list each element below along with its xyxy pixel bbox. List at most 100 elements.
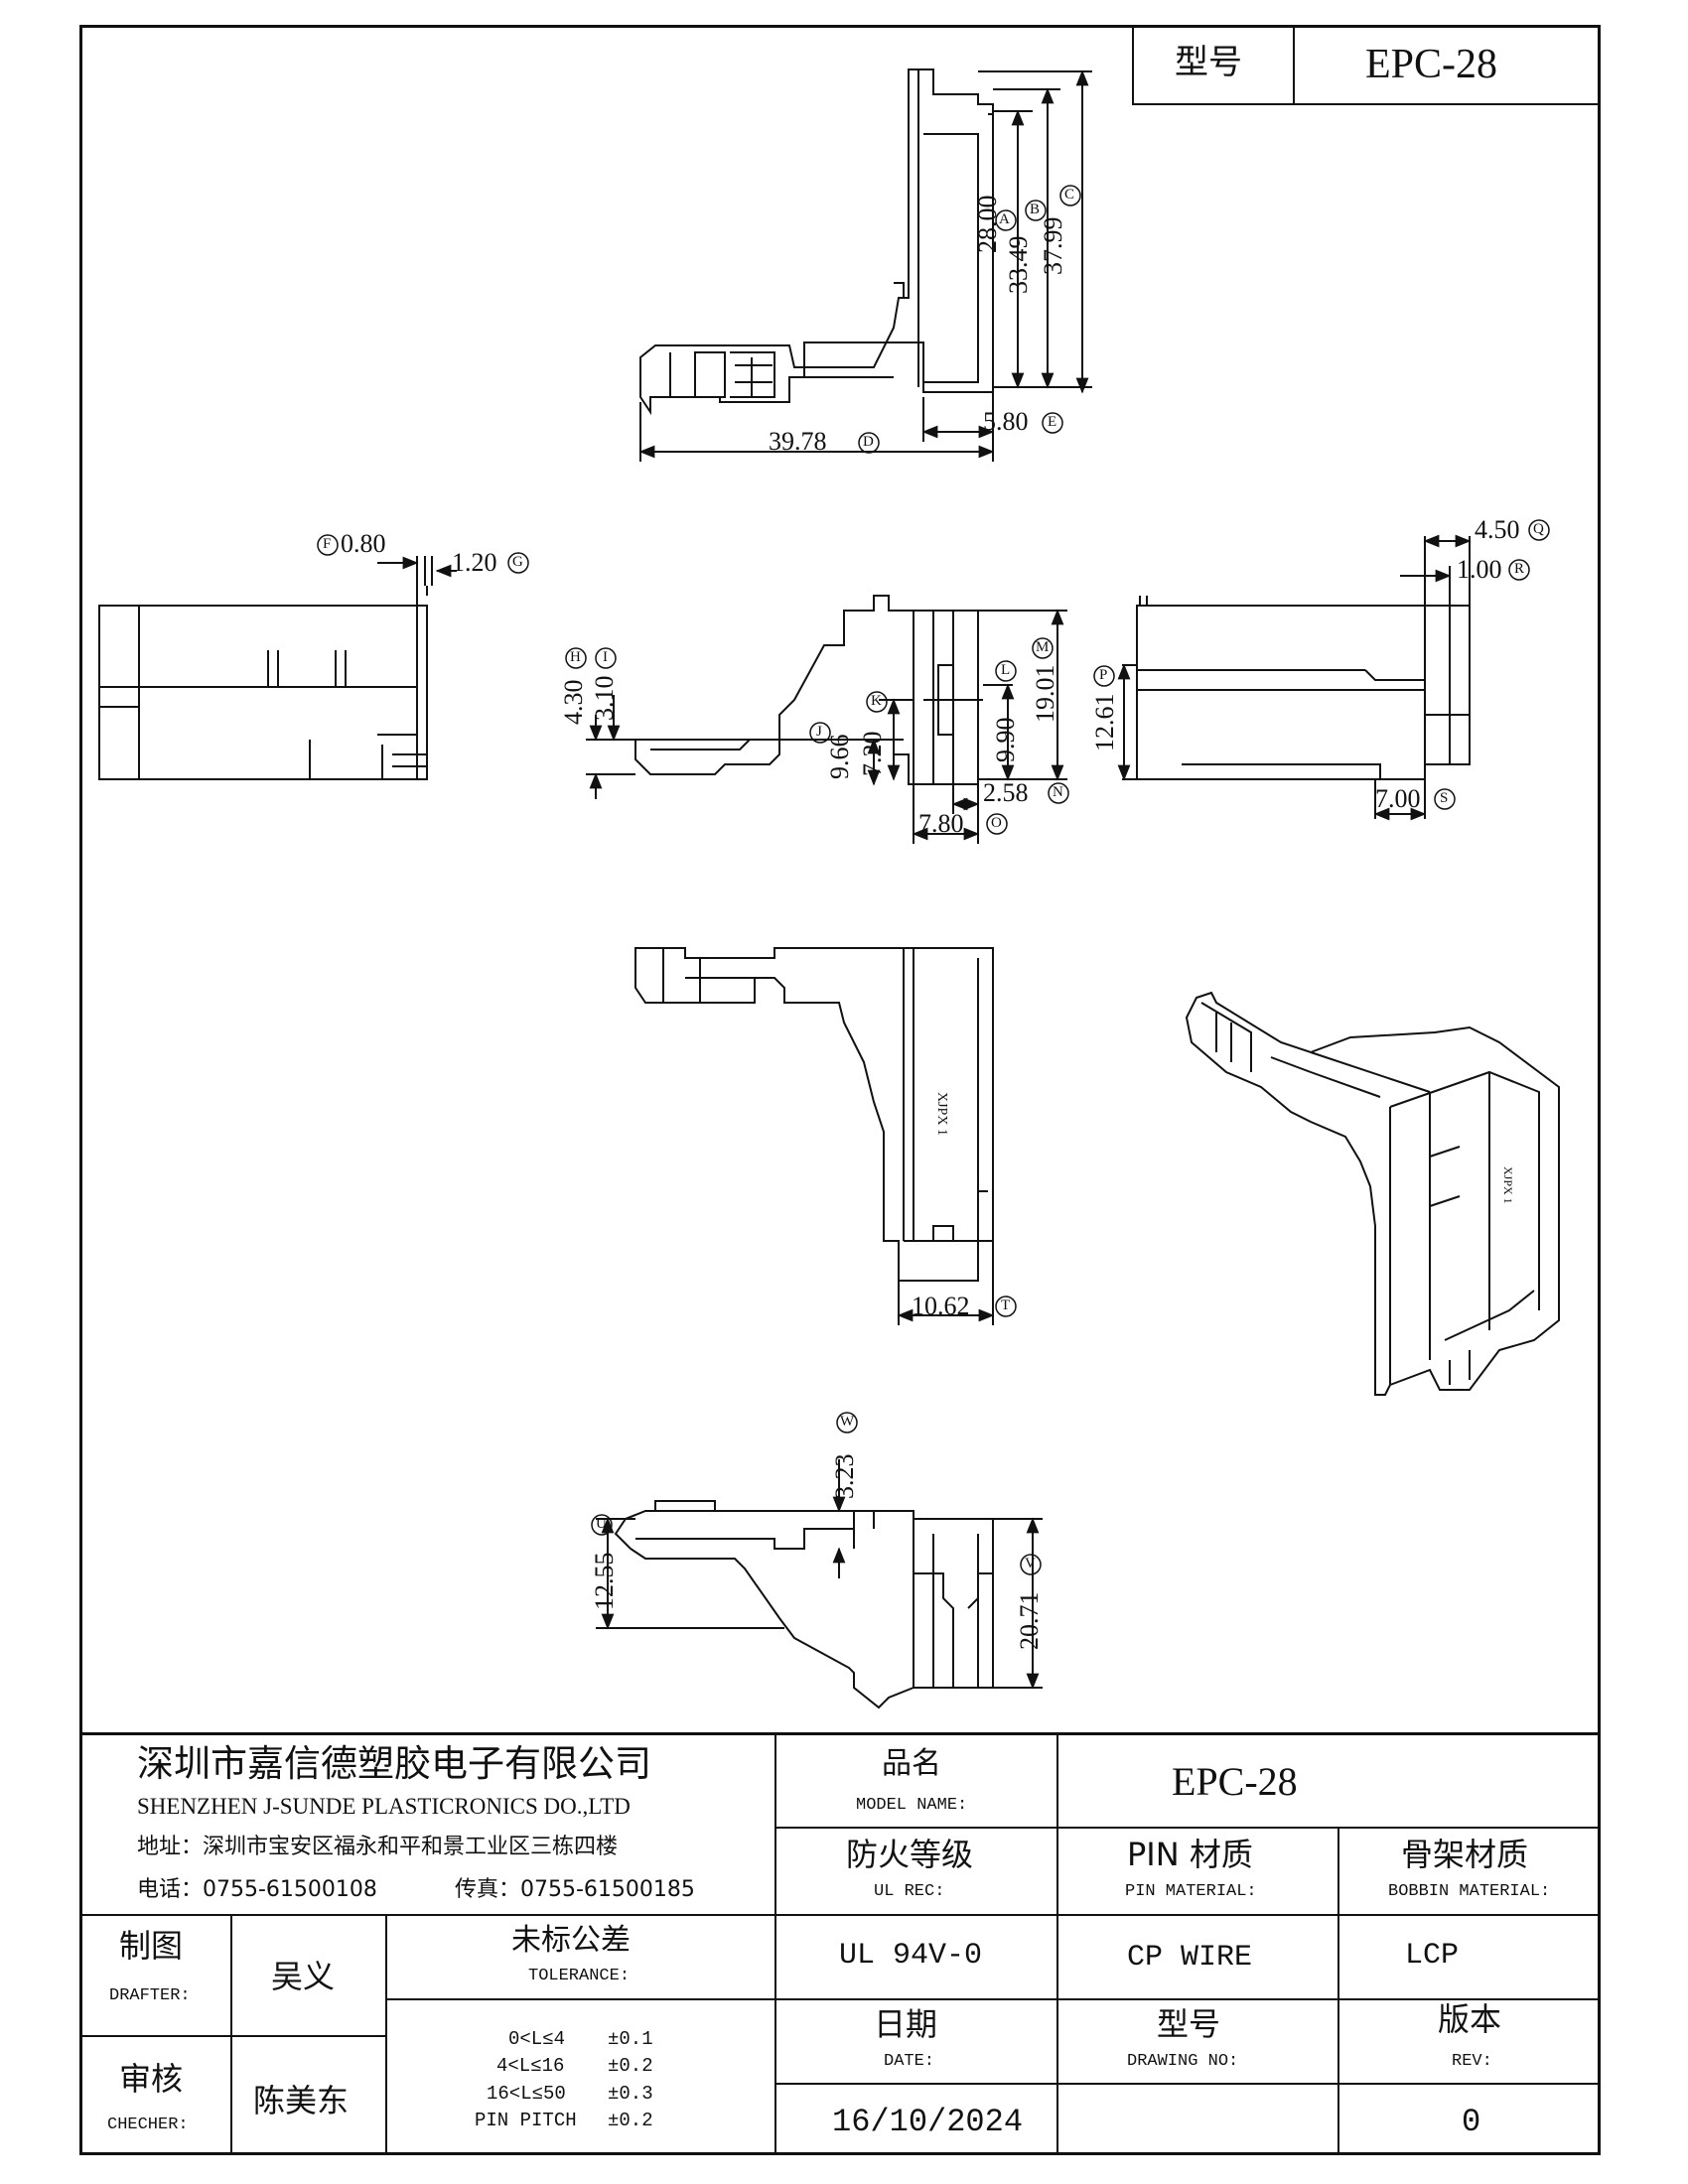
- title-col-tol: [385, 1914, 387, 2155]
- dim-L-value: 9.90: [991, 717, 1020, 763]
- title-row-drafter: [79, 2035, 385, 2037]
- company-name-cn: 深圳市嘉信德塑胶电子有限公司: [137, 1742, 651, 1785]
- dim-G-value: 1.20: [452, 548, 497, 577]
- tolerance-value-1: ±0.1: [608, 2028, 653, 2050]
- rev-value: 0: [1462, 2104, 1481, 2140]
- balloon-letter-T: T: [1001, 1297, 1011, 1313]
- company-address: 地址：深圳市宝安区福永和平和景工业区三栋四楼: [137, 1835, 619, 1859]
- balloon-D: [858, 432, 880, 454]
- bobbin-material-label-cn: 骨架材质: [1401, 1836, 1529, 1873]
- balloon-E: [1042, 412, 1063, 434]
- fire-rating-label-en: UL REC:: [874, 1882, 945, 1901]
- view7-dimensions: [596, 1459, 1043, 1690]
- balloon-B: [1025, 200, 1047, 221]
- balloon-letter-R: R: [1514, 561, 1525, 577]
- balloon-letter-S: S: [1440, 790, 1449, 806]
- balloon-letter-M: M: [1036, 639, 1050, 655]
- front-view-right: [1136, 596, 1471, 780]
- side-view-center: [634, 595, 983, 785]
- title-block-col3: [1337, 1827, 1339, 2155]
- model-name-label-cn: 品名: [882, 1746, 941, 1781]
- balloon-O: [986, 813, 1008, 835]
- dim-J-value: 9.66: [825, 734, 854, 780]
- balloon-letter-N: N: [1053, 784, 1063, 800]
- balloon-F: [317, 534, 339, 556]
- date-label-en: DATE:: [884, 2052, 935, 2071]
- drafter-label-cn: 制图: [119, 1927, 184, 1965]
- title-row-1: [774, 1827, 1601, 1829]
- dim-R-value: 1.00: [1457, 555, 1502, 584]
- drafter-label-en: DRAFTER:: [109, 1986, 191, 2005]
- tolerance-range-4: PIN PITCH: [475, 2110, 577, 2131]
- tolerance-range-2: 4<L≤16: [496, 2055, 565, 2077]
- dim-D-value: 39.78: [769, 427, 827, 456]
- dim-C-value: 37.99: [1039, 216, 1067, 276]
- balloon-letter-Q: Q: [1533, 521, 1544, 537]
- balloon-Q: [1528, 519, 1550, 541]
- pin-material-label-cn: PIN 材质: [1127, 1836, 1253, 1873]
- balloon-letter-E: E: [1048, 414, 1057, 430]
- fire-rating-value: UL 94V-0: [839, 1939, 983, 1973]
- dim-O-value: 7.80: [918, 809, 964, 838]
- balloon-letter-O: O: [991, 815, 1002, 831]
- balloon-P: [1093, 665, 1115, 687]
- drawing-no-label-cn: 型号: [1157, 2005, 1221, 2043]
- dim-H-value: 4.30: [559, 679, 588, 726]
- view1-dimensions: [638, 69, 1092, 462]
- balloon-W: [836, 1412, 858, 1433]
- dim-Q-value: 4.50: [1475, 515, 1520, 544]
- balloon-letter-B: B: [1030, 202, 1041, 217]
- balloon-K: [866, 691, 888, 713]
- bobbin-material-label-en: BOBBIN MATERIAL:: [1388, 1882, 1551, 1901]
- dim-P-value: 12.61: [1090, 693, 1119, 752]
- balloon-letter-V: V: [1025, 1556, 1036, 1571]
- title-row-3: [774, 1998, 1601, 2000]
- balloon-letter-W: W: [840, 1414, 855, 1430]
- dim-I-value: 3.10: [590, 675, 619, 722]
- balloon-letter-L: L: [1001, 662, 1011, 678]
- tolerance-value-2: ±0.2: [608, 2055, 653, 2077]
- tolerance-value-3: ±0.3: [608, 2083, 653, 2105]
- balloon-J: [809, 722, 831, 744]
- balloon-A: [995, 209, 1017, 231]
- checker-value: 陈美东: [253, 2082, 350, 2119]
- drawing-no-label-en: DRAWING NO:: [1127, 2052, 1239, 2071]
- view4-dimensions: [1117, 534, 1472, 821]
- pin-material-value: CP WIRE: [1127, 1941, 1253, 1975]
- balloon-S: [1434, 788, 1456, 810]
- company-name-en: SHENZHEN J-SUNDE PLASTICRONICS DO.,LTD: [137, 1794, 631, 1819]
- balloon-I: [595, 647, 617, 669]
- drawing-border: [79, 25, 1601, 2155]
- title-block-col1: [774, 1732, 776, 2155]
- company-phone: 电话：0755-61500108: [137, 1877, 377, 1902]
- date-value: 16/10/2024: [832, 2104, 1024, 2140]
- checker-label-cn: 审核: [119, 2060, 184, 2098]
- side-view-top: [639, 68, 994, 416]
- dim-T-value: 10.62: [912, 1292, 970, 1320]
- tolerance-range-3: 16<L≤50: [487, 2083, 566, 2105]
- checker-label-en: CHECHER:: [107, 2116, 189, 2134]
- rev-label-cn: 版本: [1438, 2000, 1502, 2038]
- dim-S-value: 7.00: [1375, 784, 1421, 813]
- model-name-label-en: MODEL NAME:: [856, 1796, 968, 1815]
- isometric-view: [1185, 991, 1560, 1396]
- tolerance-range-1: 0<L≤4: [508, 2028, 566, 2050]
- header-divider: [1132, 103, 1601, 105]
- balloon-letter-H: H: [570, 649, 581, 665]
- balloon-U: [591, 1514, 613, 1536]
- header-mid-border: [1293, 25, 1295, 104]
- balloon-T: [995, 1296, 1017, 1317]
- side-view-bottom: [614, 1500, 994, 1709]
- header-model-label: 型号: [1175, 43, 1242, 82]
- dim-U-value: 12.55: [590, 1552, 619, 1611]
- tolerance-label-cn: 未标公差: [511, 1923, 631, 1958]
- fire-rating-label-cn: 防火等级: [846, 1836, 974, 1873]
- balloon-letter-A: A: [999, 211, 1010, 227]
- pin-material-label-en: PIN MATERIAL:: [1125, 1882, 1257, 1901]
- dim-F-value: 0.80: [341, 529, 386, 558]
- balloon-H: [565, 647, 587, 669]
- part-marking-plan: XJPX 1: [934, 1092, 949, 1136]
- balloon-letter-F: F: [323, 536, 332, 552]
